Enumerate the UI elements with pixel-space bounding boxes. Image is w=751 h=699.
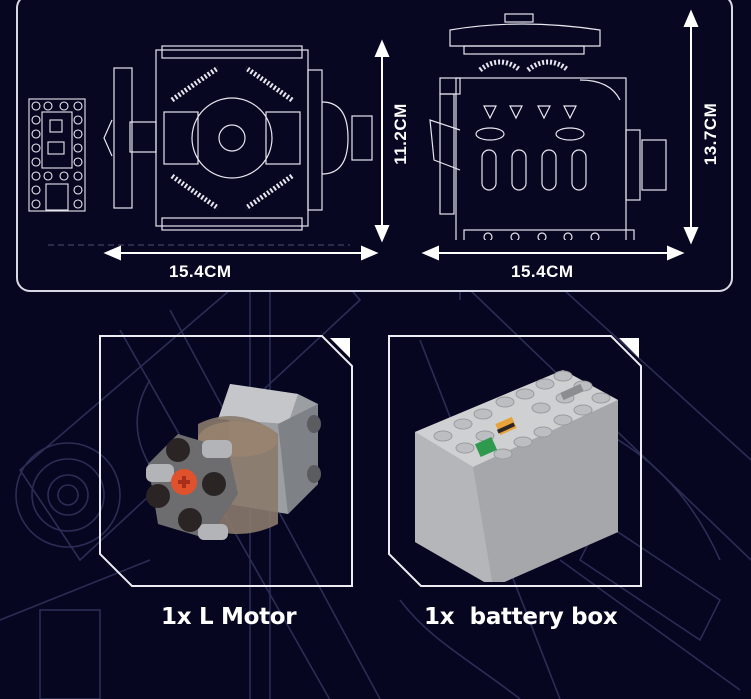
dimensions-panel bbox=[16, 0, 733, 292]
frame-border bbox=[388, 335, 642, 587]
battery-box-icon bbox=[415, 370, 618, 582]
engine-side-view-drawing bbox=[429, 13, 667, 240]
top-view-height-label: 11.2CM bbox=[391, 103, 410, 165]
frame-border bbox=[99, 335, 353, 587]
motor-caption: 1x L Motor bbox=[161, 604, 297, 630]
side-view-width-label: 15.4CM bbox=[511, 262, 574, 281]
product-card-battery-box bbox=[387, 334, 643, 587]
battery-box-caption: 1x battery box bbox=[424, 604, 618, 630]
engine-top-view-drawing bbox=[103, 45, 373, 231]
top-view-width-label: 15.4CM bbox=[169, 262, 232, 281]
dimension-arrows bbox=[48, 9, 699, 261]
motor-icon bbox=[146, 384, 321, 540]
side-view-height-label: 13.7CM bbox=[701, 102, 720, 166]
product-card-motor bbox=[98, 334, 354, 587]
brick-top-view-drawing bbox=[28, 98, 86, 212]
